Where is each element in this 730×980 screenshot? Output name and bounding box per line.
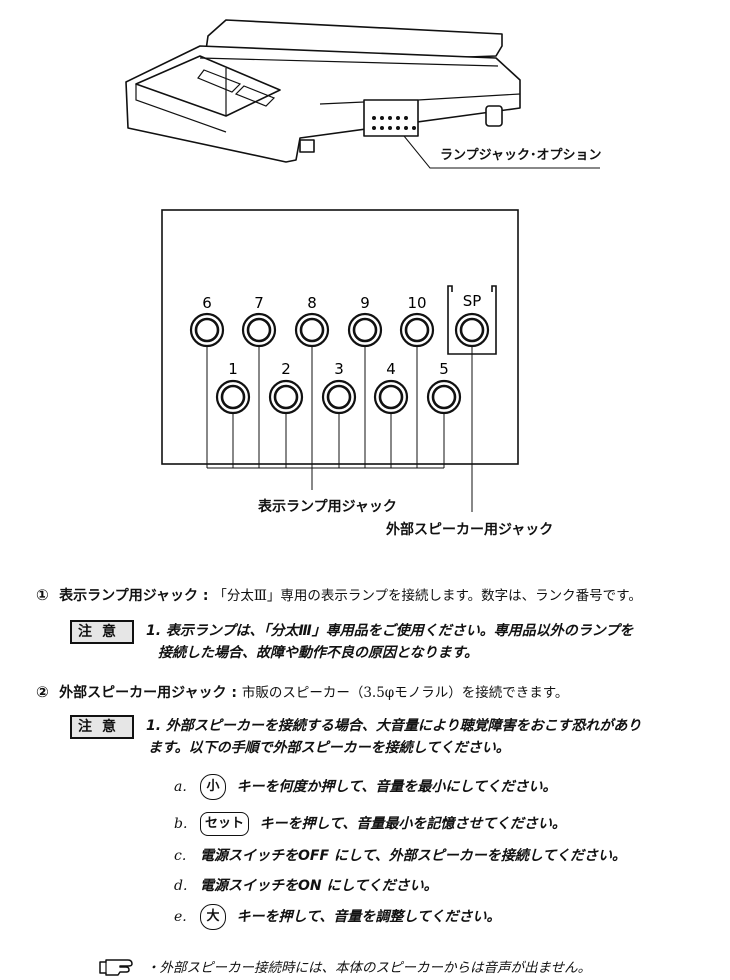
jack-number-8: 8 — [307, 294, 317, 312]
item2-marker: ② — [36, 683, 49, 701]
jack-number-7: 7 — [254, 294, 264, 312]
item2-caution-line-1: 1. 外部スピーカーを接続する場合、大音量により聴覚障害をおこす恐れがあり — [146, 718, 642, 734]
step-e-text: キーを押して、音量を調整してください。 — [236, 909, 501, 925]
item1-caution-line-2: 接続した場合、故障や動作不良の原因となります。 — [158, 645, 479, 661]
item1-separator: : — [198, 588, 214, 604]
item1-caution-badge: 注意 — [70, 620, 134, 644]
jack-1 — [215, 379, 251, 415]
step-a-letter: a. — [174, 779, 187, 795]
step-e-letter: e. — [174, 909, 187, 925]
step-b-letter: b. — [174, 816, 188, 832]
jack-6 — [189, 312, 225, 348]
jack-10 — [399, 312, 435, 348]
pointing-hand-icon — [99, 959, 133, 976]
step-c: c. 電源スイッチをOFF にして、外部スピーカーを接続してください。 — [174, 846, 626, 866]
jack-9 — [347, 312, 383, 348]
step-c-text: 電源スイッチをOFF にして、外部スピーカーを接続してください。 — [200, 848, 626, 864]
item2-separator: : — [226, 685, 242, 701]
jack-number-2: 2 — [281, 360, 291, 378]
note-text: ・外部スピーカー接続時には、本体のスピーカーからは音声が出ません。 — [146, 960, 592, 976]
jack-5 — [426, 379, 462, 415]
set-key-icon: セット — [200, 812, 250, 836]
scale-illustration — [125, 19, 600, 169]
item2-body: 市販のスピーカー（3.5φモノラル）を接続できます。 — [241, 685, 569, 701]
jack-3 — [321, 379, 357, 415]
item1-caution-line-1: 1. 表示ランプは、「分太Ⅲ」専用品をご使用ください。専用品以外のランプを — [146, 623, 634, 639]
lamp-jack-option-label: ランプジャック･オプション — [440, 148, 602, 163]
item1-title: 表示ランプ用ジャック — [59, 588, 199, 604]
large-key-icon: 大 — [200, 904, 226, 930]
jack-number-4: 4 — [386, 360, 396, 378]
item2-title: 外部スピーカー用ジャック — [59, 685, 227, 701]
jack-number-10: 10 — [407, 294, 426, 312]
step-c-letter: c. — [174, 848, 187, 864]
jack-4 — [373, 379, 409, 415]
item1-marker: ① — [36, 586, 49, 604]
jack-panel-diagram: 6 7 8 9 10 SP 1 2 3 4 5 — [161, 209, 519, 512]
step-d-text: 電源スイッチをON にしてください。 — [200, 878, 438, 894]
jack-number-6: 6 — [202, 294, 212, 312]
jack-number-3: 3 — [334, 360, 344, 378]
jack-7 — [241, 312, 277, 348]
small-key-icon: 小 — [200, 774, 226, 800]
step-e: e. 大 キーを押して、音量を調整してください。 — [174, 904, 501, 930]
step-b: b. セット キーを押して、音量最小を記憶させてください。 — [174, 812, 566, 836]
item2-caution-badge: 注意 — [70, 715, 134, 739]
step-a: a. 小 キーを何度か押して、音量を最小にしてください。 — [174, 774, 557, 800]
jack-number-5: 5 — [439, 360, 449, 378]
item2-caution-line-2: ます。以下の手順で外部スピーカーを接続してください。 — [148, 740, 510, 756]
step-a-text: キーを何度か押して、音量を最小にしてください。 — [236, 779, 557, 795]
item2-heading: ② 外部スピーカー用ジャック : 市販のスピーカー（3.5φモノラル）を接続でき… — [36, 682, 568, 703]
item1-heading: ① 表示ランプ用ジャック : 「分太Ⅲ」専用の表示ランプを接続します。数字は、ラ… — [36, 585, 642, 606]
jack-8 — [294, 312, 330, 348]
external-speaker-jack-label: 外部スピーカー用ジャック — [386, 522, 554, 538]
jack-number-9: 9 — [360, 294, 370, 312]
lamp-jack-leaders — [206, 346, 445, 490]
item1-body: 「分太Ⅲ」専用の表示ランプを接続します。数字は、ランク番号です。 — [213, 588, 642, 604]
step-d: d. 電源スイッチをON にしてください。 — [174, 876, 438, 896]
jack-number-1: 1 — [228, 360, 238, 378]
step-b-text: キーを押して、音量最小を記憶させてください。 — [259, 816, 566, 832]
indicator-jack-label: 表示ランプ用ジャック — [258, 499, 397, 515]
jack-2 — [268, 379, 304, 415]
jack-sp — [454, 312, 490, 348]
step-d-letter: d. — [174, 878, 188, 894]
sp-label: SP — [463, 292, 482, 310]
